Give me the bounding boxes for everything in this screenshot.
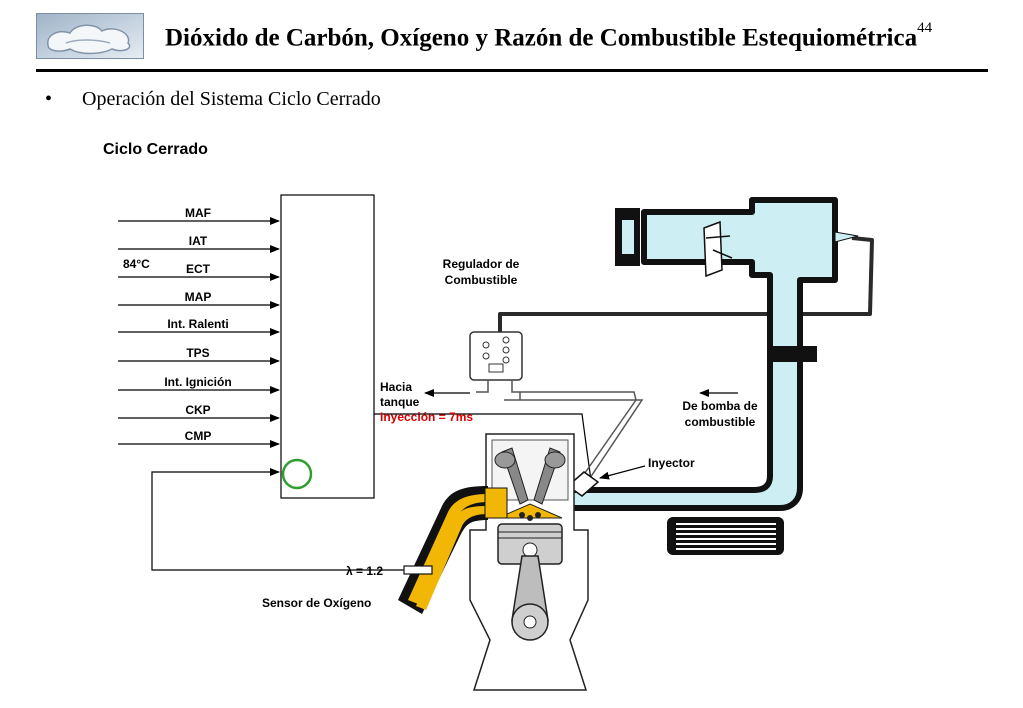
logo-image: [36, 13, 144, 59]
title-divider: [36, 69, 988, 72]
fuel-regulator: [469, 331, 523, 381]
pump-label-2: combustible: [685, 415, 756, 429]
tank-label-2: tanque: [380, 395, 420, 409]
page-title: Dióxido de Carbón, Oxígeno y Razón de Co…: [165, 20, 933, 52]
diagram-heading: Ciclo Cerrado: [103, 141, 208, 158]
pump-label-1: De bomba de: [682, 399, 758, 413]
input-label-ect: ECT: [186, 262, 211, 276]
input-label-cmp: CMP: [185, 429, 212, 443]
input-label-iat: IAT: [189, 234, 208, 248]
oxygen-sensor-label: Sensor de Oxígeno: [262, 596, 371, 610]
input-label-map: MAP: [185, 290, 212, 304]
input-label-maf: MAF: [185, 206, 211, 220]
injector-label: Inyector: [648, 456, 695, 470]
ecu-box: [280, 194, 375, 499]
lambda-value: λ = 1.2: [346, 564, 383, 578]
regulator-label-2: Combustible: [445, 273, 518, 287]
regulator-label-1: Regulador de: [443, 257, 520, 271]
page-number: 44: [917, 20, 933, 36]
input-label-ckp: CKP: [185, 403, 210, 417]
bullet-text: Operación del Sistema Ciclo Cerrado: [82, 88, 381, 110]
injector-pointer: [599, 465, 646, 480]
engine-block: [469, 433, 589, 691]
exhaust-manifold: [398, 486, 508, 614]
injection-time-label: Inyección = 7ms: [380, 410, 473, 424]
oxygen-sensor: [403, 565, 433, 575]
fuel-lines: [476, 380, 644, 481]
input-arrows: [118, 217, 280, 448]
tank-label-1: Hacia: [380, 380, 412, 394]
oxygen-feedback-line: [151, 468, 405, 571]
input-label-tps: TPS: [186, 346, 209, 360]
status-ring: [281, 458, 313, 490]
input-label-ignition: Int. Ignición: [164, 375, 231, 389]
air-intake: [563, 197, 859, 511]
input-label-idle: Int. Ralenti: [167, 317, 228, 331]
fuel-return-line: [498, 236, 874, 332]
air-filter: [667, 517, 784, 555]
ect-value: 84°C: [123, 257, 150, 271]
injection-signal-line: [374, 413, 593, 489]
bullet-marker: •: [45, 88, 53, 110]
